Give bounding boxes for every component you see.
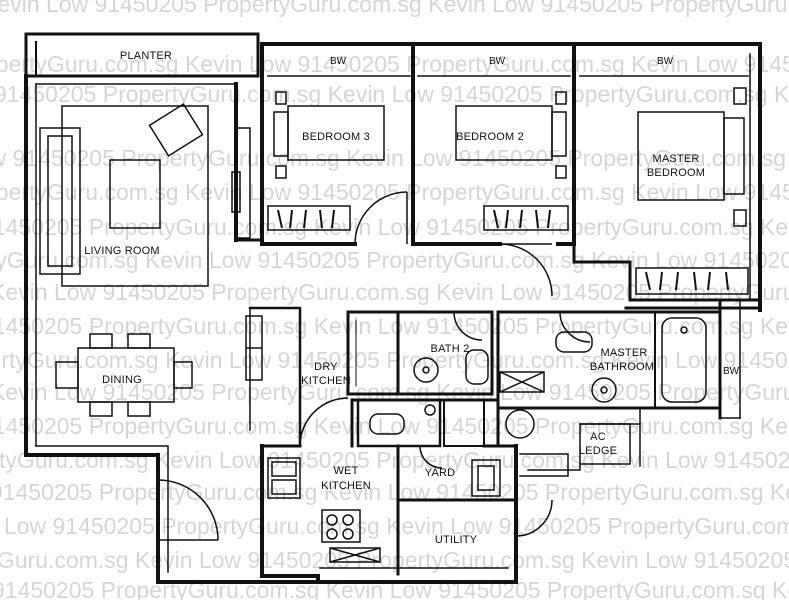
label-bw-master: BW <box>657 56 674 67</box>
watermark-row: PropertyGuru.com.sg Kevin Low 91450205 P… <box>0 247 789 273</box>
wardrobe-hangers <box>277 209 729 291</box>
bath2-basin <box>413 357 439 383</box>
label-ac-ledge-2: LEDGE <box>579 445 617 457</box>
master-toilet <box>555 331 593 353</box>
label-master-bathroom-2: BATHROOM <box>590 361 654 373</box>
wc-toilet <box>369 413 405 435</box>
watermark-row: 91450205 PropertyGuru.com.sg Kevin Low 9… <box>0 479 789 505</box>
watermark-row: Kevin Low 91450205 PropertyGuru.com.sg K… <box>0 279 789 305</box>
watermark-row: 91450205 PropertyGuru.com.sg Kevin Low 9… <box>0 577 789 600</box>
label-wet-kitchen-1: WET <box>333 465 358 477</box>
master-wardrobe <box>635 267 749 295</box>
watermark-row: PropertyGuru.com.sg Kevin Low 91450205 P… <box>0 547 789 573</box>
wardrobe-3 <box>267 205 351 231</box>
living-outer-wall <box>24 74 320 584</box>
watermark-row: 91450205 PropertyGuru.com.sg Kevin Low 9… <box>0 214 789 240</box>
stove <box>321 509 361 543</box>
bathroom-fixtures <box>369 317 707 439</box>
label-yard: YARD <box>425 467 456 479</box>
label-master-bedroom-2: BEDROOM <box>647 167 705 179</box>
washer <box>471 459 501 497</box>
ac-ledge-outline <box>519 453 569 477</box>
label-bw-bedroom2: BW <box>489 56 506 67</box>
label-living-room: LIVING ROOM <box>84 245 160 257</box>
label-ac-ledge-1: AC <box>590 431 606 443</box>
label-bedroom2: BEDROOM 2 <box>456 131 524 143</box>
watermark-row: PropertyGuru.com.sg Kevin Low 91450205 P… <box>0 51 789 77</box>
label-wet-kitchen-2: KITCHEN <box>321 480 371 492</box>
label-master-bathroom-1: MASTER <box>600 347 647 359</box>
label-dry-kitchen-2: KITCHEN <box>301 375 351 387</box>
label-utility: UTILITY <box>435 534 478 546</box>
planter-box <box>24 32 260 78</box>
watermark-row: Kevin Low 91450205 PropertyGuru.com.sg K… <box>0 0 789 17</box>
watermark-row: PropertyGuru.com.sg Kevin Low 91450205 P… <box>0 447 789 473</box>
watermark-row: Kevin Low 91450205 PropertyGuru.com.sg K… <box>0 145 789 171</box>
coffee-table <box>109 159 161 229</box>
sofa <box>39 127 81 275</box>
label-bw-bedroom3: BW <box>330 56 347 67</box>
wet-kitchen-wall <box>260 444 518 584</box>
watermark-row: 91450205 PropertyGuru.com.sg Kevin Low 9… <box>0 81 789 107</box>
kitchen-sink <box>267 457 301 499</box>
bedroom-outer-wall <box>260 42 762 312</box>
label-bedroom3: BEDROOM 3 <box>302 131 370 143</box>
tv-console <box>231 171 241 213</box>
room-labels: PLANTER BW BW BW BEDROOM 3 BEDROOM 2 MAS… <box>84 50 739 546</box>
bedroom-furniture <box>267 87 749 295</box>
watermark-row: 91450205 PropertyGuru.com.sg Kevin Low 9… <box>0 413 789 439</box>
master-basin <box>591 377 617 403</box>
label-master-bedroom-1: MASTER <box>652 153 699 165</box>
bath2-toilet <box>465 349 489 385</box>
living-furniture <box>39 103 263 417</box>
kitchen-fixtures <box>267 457 501 563</box>
watermark-row: Kevin Low 91450205 PropertyGuru.com.sg K… <box>0 379 789 405</box>
label-dry-kitchen-1: DRY <box>314 361 338 373</box>
watermark-row: PropertyGuru.com.sg Kevin Low 91450205 P… <box>0 179 789 205</box>
label-bw-bath: BW <box>723 366 740 377</box>
doors <box>157 191 591 541</box>
watermark-row: 91450205 PropertyGuru.com.sg Kevin Low 9… <box>0 313 789 339</box>
label-bath2: BATH 2 <box>431 343 470 355</box>
yard-drain <box>505 409 535 439</box>
watermark-row: Kevin Low 91450205 PropertyGuru.com.sg K… <box>0 513 789 539</box>
label-planter: PLANTER <box>120 50 172 62</box>
walls <box>24 32 762 584</box>
bathtub <box>661 317 707 403</box>
watermark-row: PropertyGuru.com.sg Kevin Low 91450205 P… <box>0 347 789 373</box>
wardrobe-2 <box>483 205 569 231</box>
living-rug <box>61 105 209 287</box>
label-dining: DINING <box>102 374 142 386</box>
armchair <box>148 103 204 157</box>
